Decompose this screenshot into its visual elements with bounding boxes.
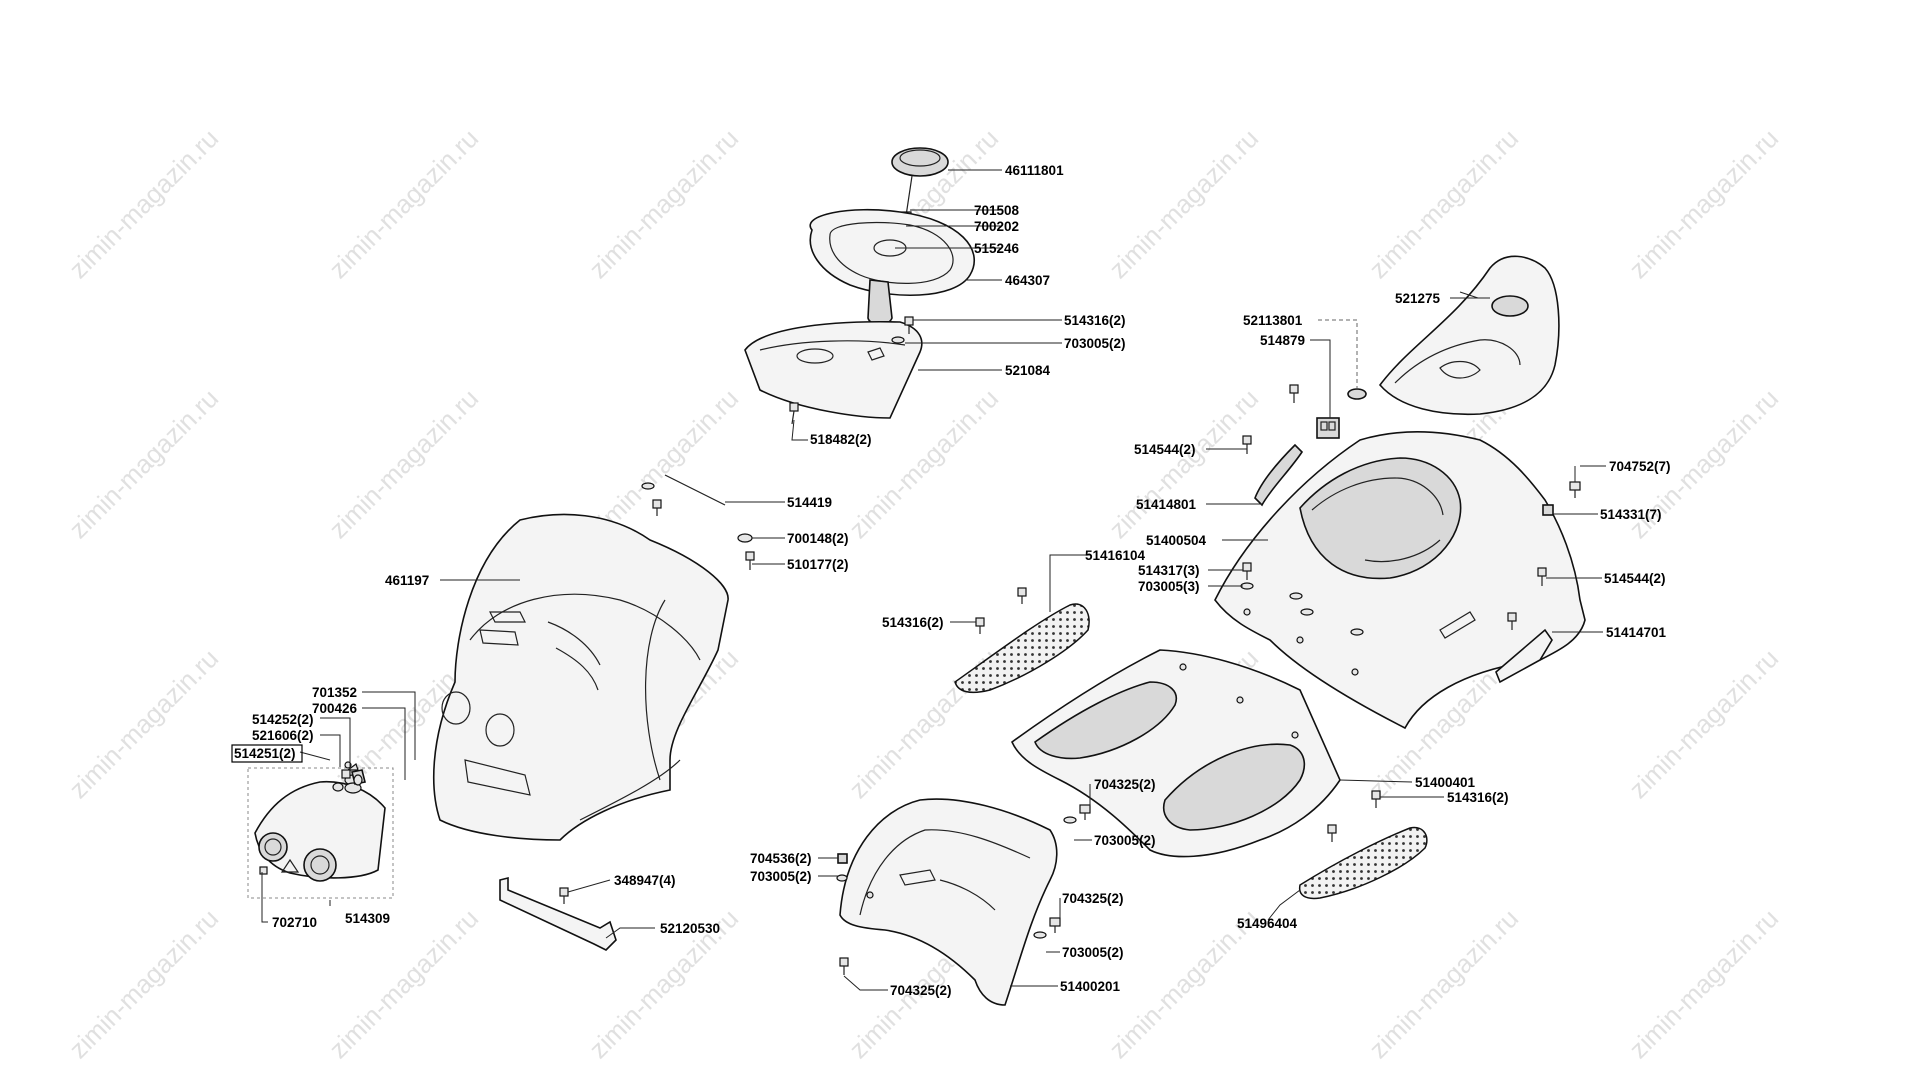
- label-704752-7: 704752(7): [1609, 459, 1671, 474]
- label-704325-2-b: 704325(2): [1062, 891, 1124, 906]
- screw-518482-part: [789, 402, 799, 425]
- label-52120530: 52120530: [660, 921, 720, 936]
- label-704536-2: 704536(2): [750, 851, 812, 866]
- nut-514331-part: [1542, 504, 1554, 516]
- watermark-text: zimin-magazin.ru: [323, 903, 484, 1064]
- label-704325-2-a: 704325(2): [1094, 777, 1156, 792]
- label-51416104: 51416104: [1085, 548, 1146, 563]
- label-703005-2-a: 703005(2): [1094, 833, 1156, 848]
- rod-514419-part: [664, 474, 726, 506]
- label-514544-2-left: 514544(2): [1134, 442, 1196, 457]
- label-518482-2: 518482(2): [810, 432, 872, 447]
- label-464307: 464307: [1005, 273, 1050, 288]
- part-labels: 46111801 701508 700202 515246 464307 514…: [231, 163, 1671, 998]
- label-51414801: 51414801: [1136, 497, 1197, 512]
- label-514316-2-right: 514316(2): [1447, 790, 1509, 805]
- label-348947-4: 348947(4): [614, 873, 676, 888]
- steering-column-cover-part: [744, 320, 923, 419]
- label-514544-2-right: 514544(2): [1604, 571, 1666, 586]
- watermark-text: zimin-magazin.ru: [323, 123, 484, 284]
- label-514331-7: 514331(7): [1600, 507, 1662, 522]
- label-521084: 521084: [1005, 363, 1051, 378]
- label-514419: 514419: [787, 495, 832, 510]
- label-701352: 701352: [312, 685, 357, 700]
- hood-part: [432, 513, 729, 841]
- label-514316-2-top: 514316(2): [1064, 313, 1126, 328]
- steering-wheel-part: [809, 208, 975, 326]
- label-514316-2-left: 514316(2): [882, 615, 944, 630]
- seat-pin-part: [1347, 388, 1367, 400]
- label-704325-2-c: 704325(2): [890, 983, 952, 998]
- floor-panel-part: [1011, 649, 1341, 858]
- watermark-text: zimin-magazin.ru: [323, 383, 484, 544]
- label-52113801: 52113801: [1243, 313, 1303, 328]
- washer-pin-part: [641, 482, 662, 516]
- watermark-text: zimin-magazin.ru: [63, 123, 224, 284]
- bolts-704325-b-part: [1033, 917, 1061, 939]
- watermark-text: zimin-magazin.ru: [1363, 903, 1524, 1064]
- label-51496404: 51496404: [1237, 916, 1298, 931]
- watermark-text: zimin-magazin.ru: [63, 383, 224, 544]
- bolts-704325-c-part: [839, 957, 849, 975]
- label-51414701: 51414701: [1606, 625, 1667, 640]
- label-514309: 514309: [345, 911, 390, 926]
- label-700426: 700426: [312, 701, 358, 716]
- label-521275: 521275: [1395, 291, 1441, 306]
- label-701508: 701508: [974, 203, 1020, 218]
- bracket-52120530-part: [499, 876, 617, 951]
- clip-51414701-part: [1495, 612, 1553, 684]
- label-51400401: 51400401: [1415, 775, 1476, 790]
- switch-514879-part: [1316, 417, 1340, 439]
- seat-part: [1378, 255, 1560, 416]
- screw-514544-right-part: [1537, 567, 1547, 586]
- label-461197: 461197: [385, 573, 429, 588]
- watermark-text: zimin-magazin.ru: [63, 903, 224, 1064]
- label-514879: 514879: [1260, 333, 1305, 348]
- watermark-text: zimin-magazin.ru: [1103, 123, 1264, 284]
- label-700148-2: 700148(2): [787, 531, 849, 546]
- label-51400504: 51400504: [1146, 533, 1207, 548]
- screws-514317-part: [1240, 562, 1364, 636]
- washer-700148-part: [737, 533, 755, 570]
- bulb-socket-part: [332, 769, 366, 792]
- screw-514316-top-part: [891, 316, 914, 344]
- label-521606-2: 521606(2): [252, 728, 314, 743]
- watermark-text: zimin-magazin.ru: [1623, 903, 1784, 1064]
- label-700202: 700202: [974, 219, 1019, 234]
- hinge-51414801-part: [1254, 443, 1304, 507]
- footrest-left-part: [954, 587, 1090, 694]
- label-702710: 702710: [272, 915, 317, 930]
- front-lower-panel-part: [839, 798, 1058, 1006]
- steering-cap-part: [891, 147, 949, 177]
- footrest-right-part: [1298, 790, 1428, 900]
- label-514252-2: 514252(2): [252, 712, 314, 727]
- watermark-text: zimin-magazin.ru: [63, 643, 224, 804]
- label-51400201: 51400201: [1060, 979, 1121, 994]
- label-703005-3: 703005(3): [1138, 579, 1200, 594]
- label-703005-2-b: 703005(2): [750, 869, 812, 884]
- label-703005-2-c: 703005(2): [1062, 945, 1124, 960]
- label-46111801: 46111801: [1005, 163, 1064, 178]
- label-515246: 515246: [974, 241, 1020, 256]
- watermark-text: zimin-magazin.ru: [1103, 383, 1264, 544]
- headlight-assembly-part: [247, 767, 394, 899]
- watermark-text: zimin-magazin.ru: [1623, 643, 1784, 804]
- bolt-704752-part: [1569, 481, 1581, 498]
- watermark-text: zimin-magazin.ru: [583, 123, 744, 284]
- label-box-514251: [231, 744, 303, 763]
- label-514317-3: 514317(3): [1138, 563, 1200, 578]
- nuts-704536-part: [836, 853, 848, 882]
- watermark-text: zimin-magazin.ru: [1623, 123, 1784, 284]
- label-510177-2: 510177(2): [787, 557, 849, 572]
- rear-body-part: [1214, 430, 1586, 730]
- label-514251-2: 514251(2): [234, 746, 296, 761]
- label-703005-2-top: 703005(2): [1064, 336, 1126, 351]
- bolts-704325-a-part: [1063, 804, 1091, 824]
- leader-lines: [261, 169, 1606, 991]
